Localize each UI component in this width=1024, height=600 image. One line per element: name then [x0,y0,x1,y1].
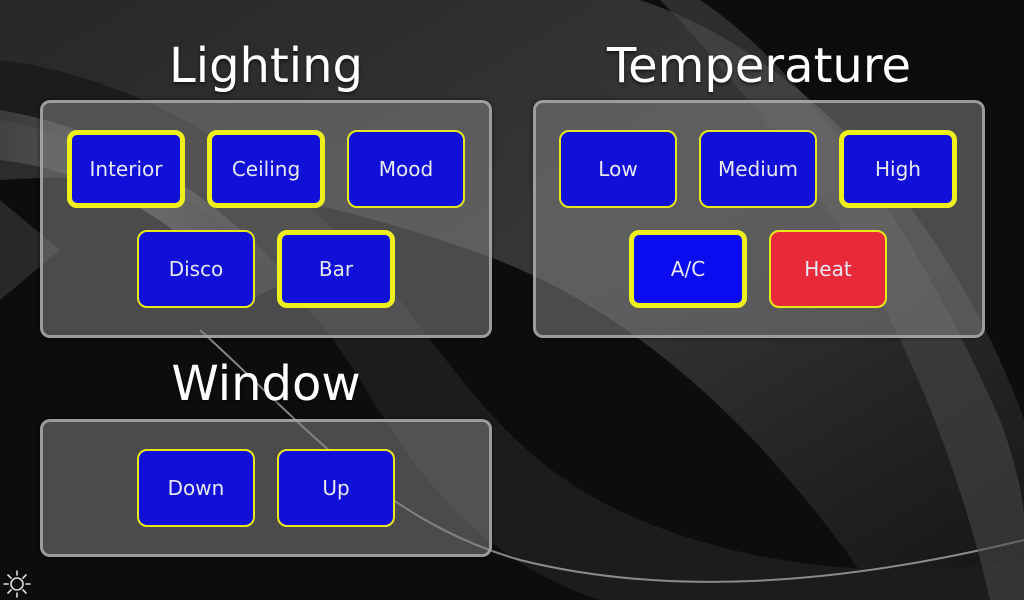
temperature-low-button[interactable]: Low [559,130,677,208]
temperature-high-button[interactable]: High [839,130,957,208]
temperature-title: Temperature [606,38,912,94]
window-up-button[interactable]: Up [277,449,395,527]
window-title: Window [171,356,361,412]
window-panel [40,419,492,557]
lighting-bar-button[interactable]: Bar [277,230,395,308]
temperature-heat-button[interactable]: Heat [769,230,887,308]
sun-icon[interactable] [2,569,32,599]
window-down-button[interactable]: Down [137,449,255,527]
lighting-interior-button[interactable]: Interior [67,130,185,208]
lighting-title: Lighting [168,38,363,94]
temperature-ac-button[interactable]: A/C [629,230,747,308]
lighting-disco-button[interactable]: Disco [137,230,255,308]
lighting-mood-button[interactable]: Mood [347,130,465,208]
temperature-medium-button[interactable]: Medium [699,130,817,208]
lighting-ceiling-button[interactable]: Ceiling [207,130,325,208]
